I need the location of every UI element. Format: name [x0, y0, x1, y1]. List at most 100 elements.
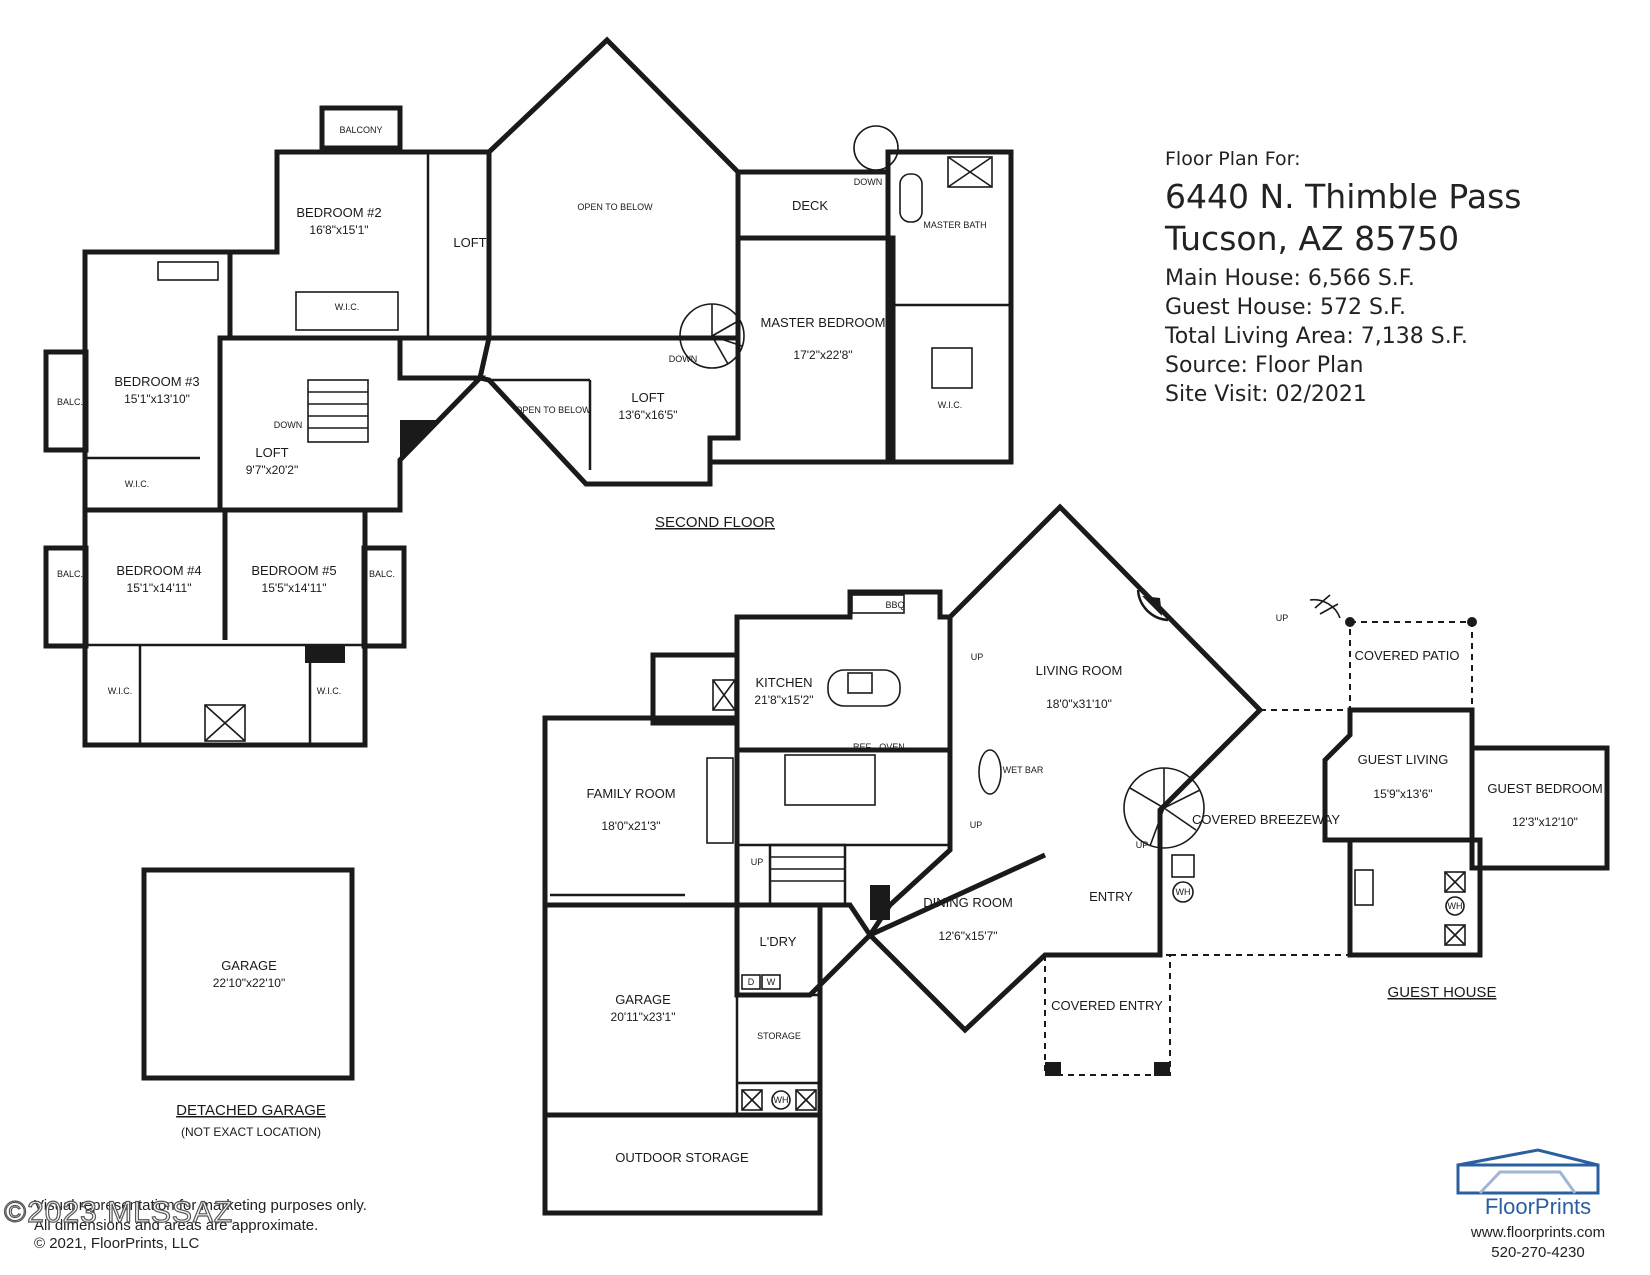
tub-fixture — [157, 261, 219, 281]
label-garage: GARAGE — [615, 992, 671, 1007]
disclaimer-line-1: Visual representation for marketing purp… — [34, 1197, 367, 1214]
label-dining-room: DINING ROOM — [923, 895, 1013, 910]
laundry-fill — [870, 885, 890, 920]
corner-fireplace — [1136, 589, 1169, 622]
main-floor-plan — [542, 503, 1430, 1216]
label-ref: REF — [853, 742, 872, 752]
mls-watermark: ©2023 MLSSAZ — [3, 1195, 234, 1229]
balc-left-wall — [43, 349, 89, 453]
label-living-room-dim: 18'0"x31'10" — [1046, 697, 1112, 711]
label-covered-entry: COVERED ENTRY — [1051, 998, 1163, 1013]
brand-block: FloorPrints www.floorprints.com 520-270-… — [1448, 1148, 1628, 1261]
label-covered-breezeway: COVERED BREEZEWAY — [1192, 812, 1340, 827]
dining-divider — [868, 852, 1047, 938]
label-wic-bed2: W.I.C. — [335, 302, 360, 312]
label-master-bedroom: MASTER BEDROOM — [761, 315, 886, 330]
shower-bed45 — [204, 704, 246, 742]
guest-bedroom-wall — [1469, 745, 1610, 871]
label-open-below-2: OPEN TO BELOW — [515, 405, 591, 415]
disclaimer-line-2: All dimensions and areas are approximate… — [34, 1217, 319, 1234]
label-guest-bedroom-dim: 12'3"x12'10" — [1512, 815, 1578, 829]
balc-bed5-wall — [361, 545, 407, 649]
label-bedroom5: BEDROOM #5 — [251, 563, 336, 578]
label-loft-top: LOFT — [453, 235, 486, 250]
label-master-bedroom-dim: 17'2"x22'8" — [793, 348, 852, 362]
label-covered-patio: COVERED PATIO — [1355, 648, 1460, 663]
label-bbq: BBQ — [885, 600, 904, 610]
brand-logo-space — [1448, 1148, 1628, 1198]
label-wh-1: WH — [1176, 887, 1191, 897]
label-kitchen: KITCHEN — [755, 675, 812, 690]
label-deck: DECK — [792, 198, 828, 213]
label-detached-garage: GARAGE — [221, 958, 277, 973]
label-wic-master: W.I.C. — [938, 400, 963, 410]
label-up-spiral: UP — [1136, 840, 1149, 850]
detached-garage-wall — [141, 867, 355, 1081]
label-loft-right-dim: 13'6"x16'5" — [618, 408, 677, 422]
label-ldry: L'DRY — [760, 934, 797, 949]
label-storage: STORAGE — [757, 1031, 801, 1041]
label-guest-living: GUEST LIVING — [1358, 752, 1449, 767]
main-floor-labels: BBQ UP KITCHEN 21'8"x15'2" LIVING ROOM 1… — [586, 600, 1340, 1165]
label-bedroom2-dim: 16'8"x15'1" — [309, 223, 368, 237]
label-detached-garage-dim: 22'10"x22'10" — [213, 976, 286, 990]
guest-tub — [1354, 869, 1374, 906]
second-floor-labels: BALCONY BEDROOM #2 16'8"x15'1" LOFT OPEN… — [57, 125, 987, 696]
label-open-below-1: OPEN TO BELOW — [577, 202, 653, 212]
open-to-below-pentagon-wall — [486, 36, 741, 341]
label-balcony-top: BALCONY — [339, 125, 382, 135]
covered-patio-outline — [1349, 621, 1473, 711]
master-bedroom-wall — [707, 235, 896, 465]
guest-bath-wall — [1347, 837, 1483, 958]
guest-house-labels: UP COVERED PATIO GUEST LIVING 15'9"x13'6… — [1276, 613, 1603, 1001]
label-loft-right: LOFT — [631, 390, 664, 405]
laundry-wall — [734, 902, 874, 998]
kitchen-island — [827, 669, 901, 707]
address-line-1: 6440 N. Thimble Pass — [1165, 177, 1522, 216]
main-house-area: Main House: 6,566 S.F. — [1165, 266, 1415, 291]
info-heading: Floor Plan For: — [1165, 148, 1301, 170]
title-guest-house: GUEST HOUSE — [1388, 984, 1497, 1001]
brand-name: FloorPrints — [1484, 1194, 1592, 1219]
label-balc-left: BALC. — [57, 397, 83, 407]
label-w: W — [767, 977, 776, 987]
address-line-2: Tucson, AZ 85750 — [1165, 219, 1460, 258]
label-entry: ENTRY — [1089, 889, 1133, 904]
disclaimer: Visual representation for marketing purp… — [34, 1196, 367, 1236]
family-room-wall — [542, 715, 740, 908]
label-loft-mid-dim: 9'7"x20'2" — [246, 463, 298, 477]
label-loft-mid: LOFT — [255, 445, 288, 460]
subtitle-detached-garage: (NOT EXACT LOCATION) — [181, 1125, 321, 1139]
central-loft-wall — [217, 335, 486, 513]
second-floor-plan — [43, 36, 1014, 748]
fireplace — [706, 757, 734, 844]
label-down-top: DOWN — [854, 177, 883, 187]
bedroom45-wall — [82, 507, 368, 748]
label-wh-2: WH — [774, 1095, 789, 1105]
label-living-room: LIVING ROOM — [1036, 663, 1123, 678]
brand-url: www.floorprints.com — [1470, 1224, 1606, 1241]
tub-master — [899, 173, 923, 223]
source-line: Source: Floor Plan — [1165, 353, 1364, 378]
label-up-2: UP — [970, 820, 983, 830]
fireplace-fill — [1142, 596, 1162, 616]
label-down-spiral: DOWN — [669, 354, 698, 364]
label-oven: OVEN — [879, 742, 905, 752]
label-family-room-dim: 18'0"x21'3" — [601, 819, 660, 833]
wet-bar-counter — [978, 749, 1002, 795]
kitchen-counter-l — [784, 754, 876, 806]
shaft-fill — [400, 420, 440, 460]
label-up-stair: UP — [751, 857, 764, 867]
label-bedroom4-dim: 15'1"x14'11" — [127, 581, 192, 595]
spiral-top-stair — [853, 125, 899, 171]
balcony-top-wall — [319, 105, 403, 151]
covered-entry-outline — [1044, 954, 1171, 1076]
kitchen-lower-wall — [735, 748, 952, 847]
floor-plan-info: Floor Plan For: 6440 N. Thimble Pass Tuc… — [1165, 148, 1521, 409]
label-bedroom2: BEDROOM #2 — [296, 205, 381, 220]
outdoor-storage-wall — [542, 1112, 823, 1216]
label-guest-up: UP — [1276, 613, 1289, 623]
label-wic-bed3: W.I.C. — [125, 479, 150, 489]
fill-block-bed5 — [305, 645, 345, 663]
shower-master — [947, 156, 993, 188]
